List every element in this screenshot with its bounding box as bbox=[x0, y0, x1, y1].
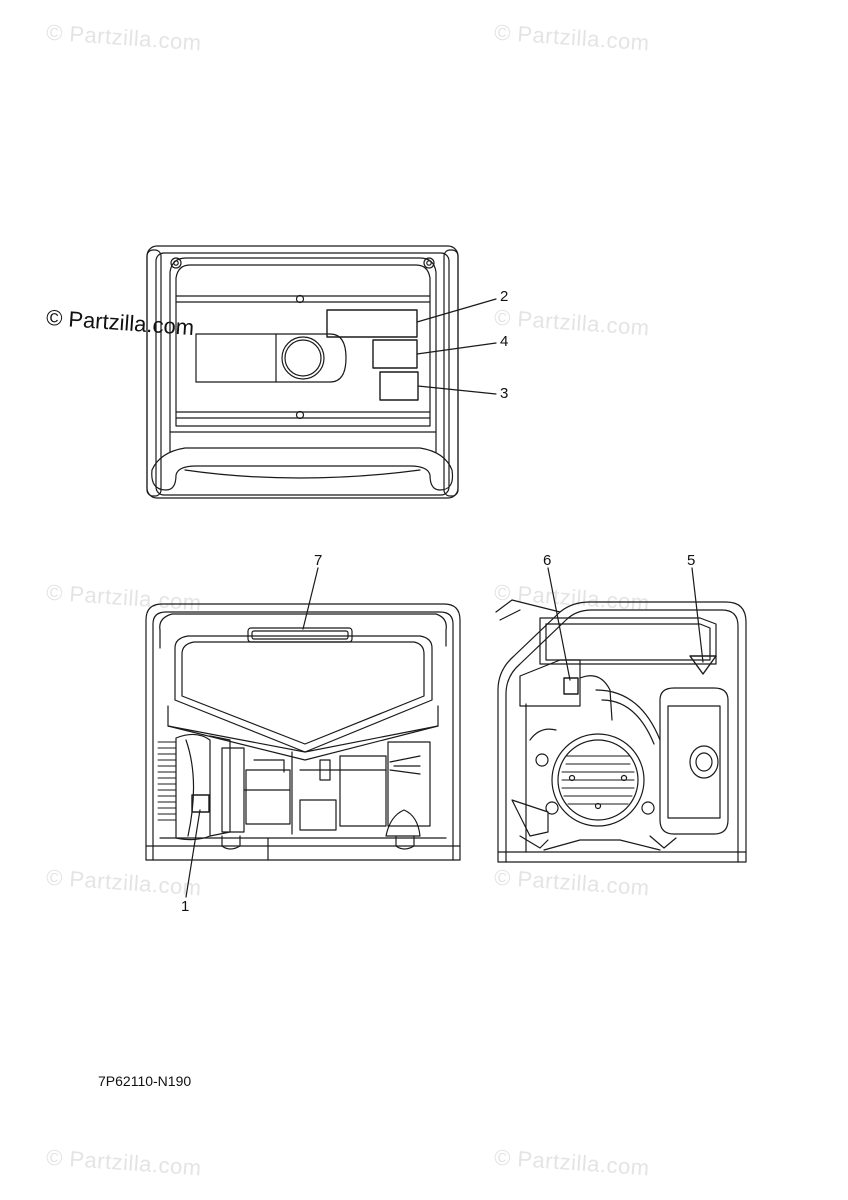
callout-7: 7 bbox=[314, 552, 323, 569]
callout-4: 4 bbox=[500, 333, 509, 350]
callout-5: 5 bbox=[687, 552, 696, 569]
callout-3: 3 bbox=[500, 385, 509, 402]
generator-side-view bbox=[496, 568, 746, 862]
generator-top-view bbox=[147, 246, 496, 498]
callout-2: 2 bbox=[500, 288, 509, 305]
diagram-code: 7P62110-N190 bbox=[98, 1073, 192, 1089]
generator-front-view bbox=[146, 568, 460, 897]
callout-1: 1 bbox=[181, 898, 190, 915]
callout-6: 6 bbox=[543, 552, 552, 569]
